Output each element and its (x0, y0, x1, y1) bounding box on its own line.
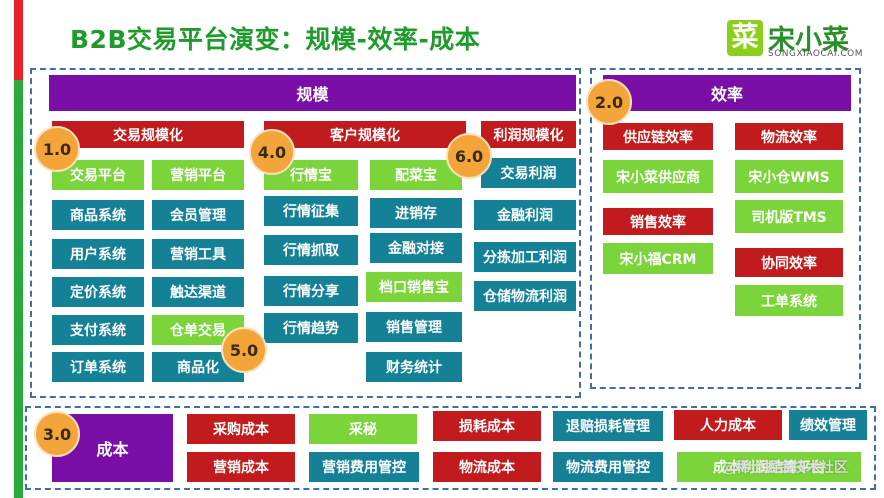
trading-item: 会员管理 (152, 200, 244, 230)
version-badge: 1.0 (34, 126, 80, 172)
scale-header: 规模 (49, 75, 576, 111)
customer-item: 财务统计 (366, 352, 462, 382)
customer-scale-header: 客户规模化 (264, 121, 466, 148)
efficiency-item: 司机版TMS (735, 200, 843, 233)
logo-domain: SONGXIAOCAI.COM (768, 49, 863, 59)
cost-item: 退赔损耗管理 (553, 411, 663, 441)
supply-efficiency-header: 供应链效率 (603, 123, 713, 150)
customer-item: 行情抓取 (264, 235, 358, 265)
customer-item: 行情分享 (264, 276, 358, 306)
trading-item: 用户系统 (52, 239, 144, 269)
efficiency-group-frame (590, 68, 861, 389)
trading-item: 商品系统 (52, 200, 144, 230)
logo-name: 宋小菜 (768, 25, 849, 56)
logistics-efficiency-header: 物流效率 (735, 123, 843, 150)
customer-item: 档口销售宝 (366, 272, 462, 302)
cost-item: 损耗成本 (433, 411, 541, 441)
cost-item: 采购成本 (187, 414, 295, 444)
cost-item: 物流费用管控 (553, 452, 663, 482)
cost-item: 营销成本 (187, 452, 295, 482)
efficiency-item: 宋小福CRM (603, 243, 713, 274)
trading-item: 交易平台 (52, 160, 144, 190)
efficiency-item: 宋小菜供应商 (603, 160, 713, 193)
trading-scale-header: 交易规模化 (52, 121, 244, 148)
accent-bar-red (14, 0, 23, 80)
version-badge: 5.0 (221, 327, 267, 373)
efficiency-item: 工单系统 (735, 285, 843, 316)
customer-item: 行情趋势 (264, 313, 358, 343)
cost-item: 成本利润结算平台 (677, 452, 861, 482)
efficiency-header: 效率 (603, 75, 851, 111)
profit-item: 交易利润 (481, 158, 576, 188)
version-badge: 3.0 (34, 411, 80, 457)
profit-item: 金融利润 (474, 200, 576, 230)
page-title: B2B交易平台演变：规模-效率-成本 (70, 25, 481, 54)
trading-item: 营销工具 (152, 239, 244, 269)
cost-item: 人力成本 (674, 410, 782, 440)
sales-efficiency-header: 销售效率 (603, 208, 713, 235)
trading-item: 触达渠道 (152, 277, 244, 307)
profit-item: 仓储物流利润 (474, 281, 576, 311)
scale-group-frame (30, 68, 581, 398)
version-badge: 4.0 (249, 129, 295, 175)
trading-item: 支付系统 (52, 315, 144, 345)
trading-item: 订单系统 (52, 352, 144, 382)
cost-item: 绩效管理 (789, 410, 867, 440)
customer-item: 销售管理 (366, 312, 462, 342)
trading-item: 营销平台 (152, 160, 244, 190)
profit-item: 分拣加工利润 (474, 242, 576, 272)
customer-item: 配菜宝 (370, 160, 462, 190)
customer-item: 金融对接 (370, 233, 462, 263)
profit-scale-header: 利润规模化 (481, 121, 576, 148)
cost-item: 物流成本 (433, 452, 541, 482)
efficiency-item: 宋小仓WMS (735, 160, 843, 193)
accent-bar-green (14, 80, 23, 498)
cost-item: 采秘 (309, 414, 417, 444)
cost-item: 营销费用管控 (309, 452, 419, 482)
cost-group-frame (25, 406, 876, 490)
customer-item: 行情征集 (264, 196, 358, 226)
version-badge: 2.0 (586, 79, 632, 125)
logo-mark: 菜 (727, 20, 763, 56)
left-margin (0, 0, 14, 498)
watermark: @稀土掘金技术社区 (722, 460, 848, 476)
trading-item: 定价系统 (52, 277, 144, 307)
customer-item: 进销存 (370, 198, 462, 228)
collab-efficiency-header: 协同效率 (735, 248, 843, 277)
version-badge: 6.0 (446, 133, 492, 179)
